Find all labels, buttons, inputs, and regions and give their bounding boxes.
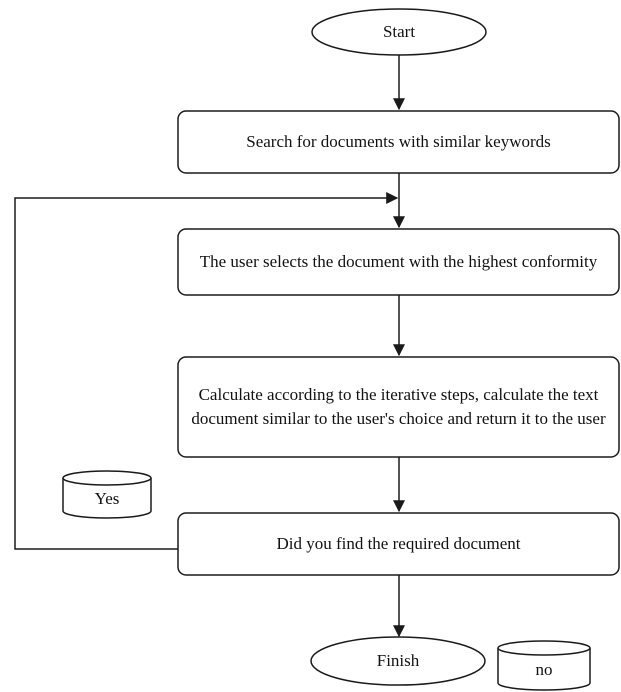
decision-text: Did you find the required document [276, 534, 521, 553]
yes-label: Yes [94, 489, 120, 508]
loop-back-connector [14, 192, 399, 550]
finish-terminator [310, 636, 486, 686]
select-step-text: The user selects the document with the h… [199, 252, 598, 271]
no-label: no [535, 660, 553, 679]
yes-cylinder-shape [62, 470, 152, 519]
search-step-text: Search for documents with similar keywor… [246, 132, 551, 151]
calculate-step-text: Calculate according to the iterative ste… [191, 385, 606, 428]
start-label: Start [382, 22, 416, 41]
no-cylinder-shape [497, 640, 591, 691]
finish-label: Finish [376, 651, 420, 670]
